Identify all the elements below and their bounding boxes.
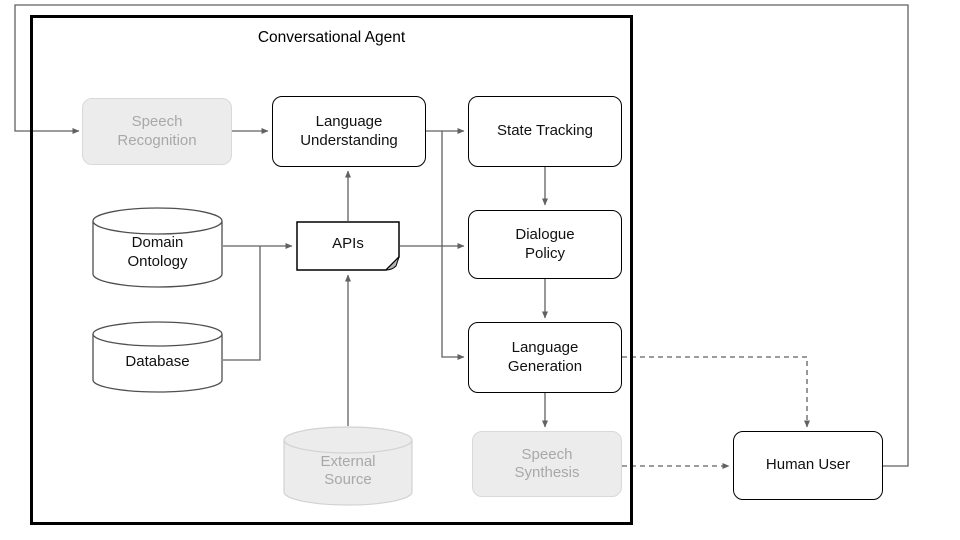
node-state-tracking-label: State Tracking	[497, 122, 593, 140]
document-shape-icon	[296, 221, 400, 271]
node-dialogue-policy-label: Dialogue Policy	[515, 226, 575, 262]
node-external-source-label: External Source	[320, 452, 376, 488]
node-language-generation: Language Generation	[468, 322, 622, 393]
node-apis: APIs	[296, 221, 400, 271]
node-speech-synthesis-label: Speech Synthesis	[514, 445, 580, 481]
node-speech-recognition: Speech Recognition	[82, 98, 232, 165]
node-apis-label: APIs	[332, 234, 364, 252]
cylinder-icon	[92, 321, 223, 393]
cylinder-icon	[92, 207, 223, 288]
node-human-user: Human User	[733, 431, 883, 500]
node-human-user-label: Human User	[765, 456, 851, 474]
node-domain-ontology-label: Domain Ontology	[127, 234, 188, 270]
node-domain-ontology: Domain Ontology	[92, 207, 223, 288]
conversational-agent-frame	[30, 15, 633, 525]
node-language-generation-label: Language Generation	[507, 339, 583, 375]
cylinder-icon	[283, 426, 413, 506]
node-database: Database	[92, 321, 223, 393]
node-speech-recognition-label: Speech Recognition	[117, 113, 197, 149]
conversational-agent-title: Conversational Agent	[257, 29, 406, 46]
node-language-understanding-label: Language Understanding	[300, 113, 398, 149]
node-speech-synthesis: Speech Synthesis	[472, 431, 622, 497]
node-dialogue-policy: Dialogue Policy	[468, 210, 622, 279]
node-language-understanding: Language Understanding	[272, 96, 426, 167]
edge-language-generation-to-human-user	[622, 356, 810, 428]
node-external-source: External Source	[283, 426, 413, 506]
node-state-tracking: State Tracking	[468, 96, 622, 167]
node-database-label: Database	[125, 352, 190, 370]
